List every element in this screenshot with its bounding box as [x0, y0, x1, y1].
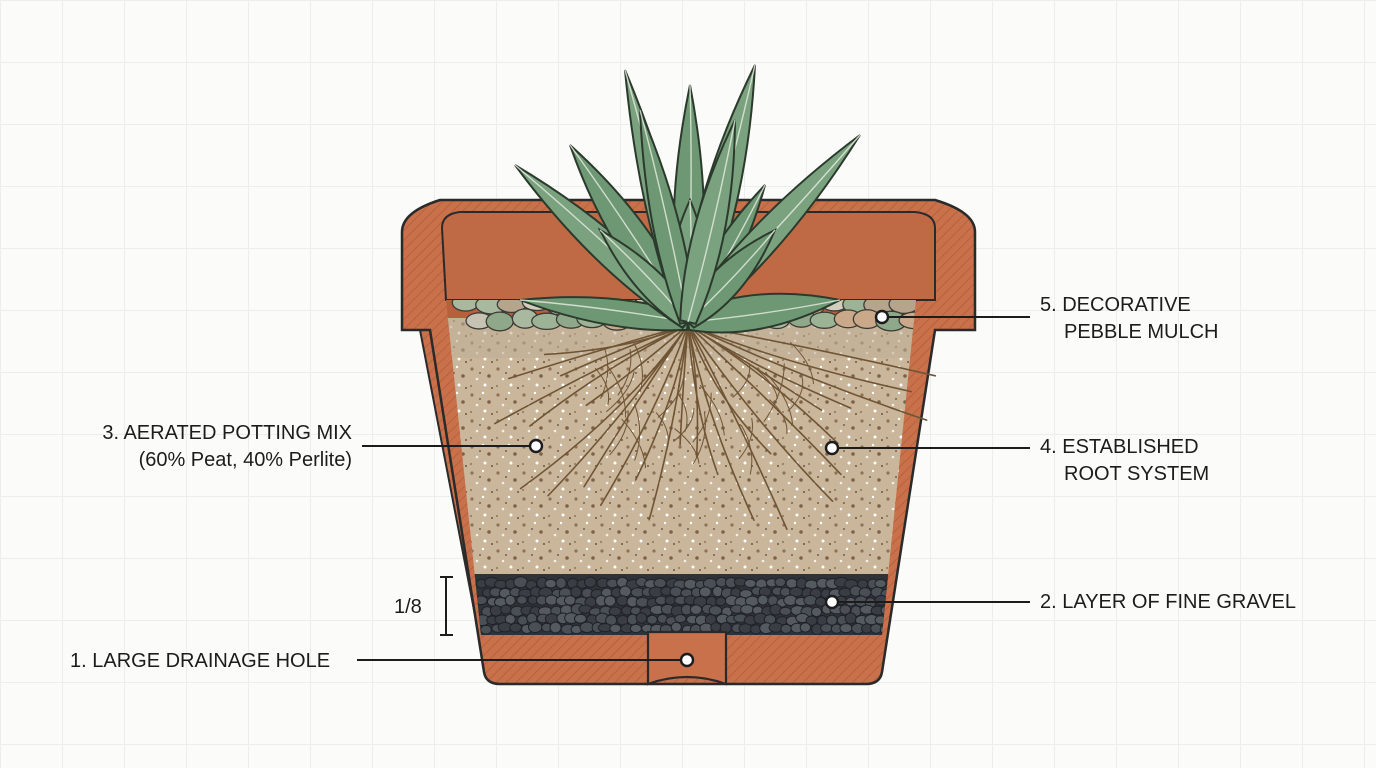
gravel-depth-label: 1/8 [394, 596, 422, 618]
dot-fine-gravel [824, 594, 840, 610]
label-drainage-hole: 1. LARGE DRAINAGE HOLE [70, 650, 331, 672]
dot-potting-mix [528, 438, 544, 454]
agave-plant [514, 64, 861, 334]
leader-dots [528, 309, 890, 668]
gravel-depth-bracket [440, 576, 453, 636]
label-potting-mix: 3. AERATED POTTING MIX (60% Peat, 40% Pe… [102, 422, 352, 471]
leader-lines [357, 316, 1030, 661]
label-pebble-mulch: 5. DECORATIVE PEBBLE MULCH [1040, 294, 1219, 343]
label-fine-gravel: 2. LAYER OF FINE GRAVEL [1040, 591, 1296, 613]
dot-pebble-mulch [874, 309, 890, 325]
dot-drainage-hole [679, 652, 695, 668]
dot-root-system [824, 440, 840, 456]
label-root-system: 4. ESTABLISHED ROOT SYSTEM [1040, 436, 1210, 485]
